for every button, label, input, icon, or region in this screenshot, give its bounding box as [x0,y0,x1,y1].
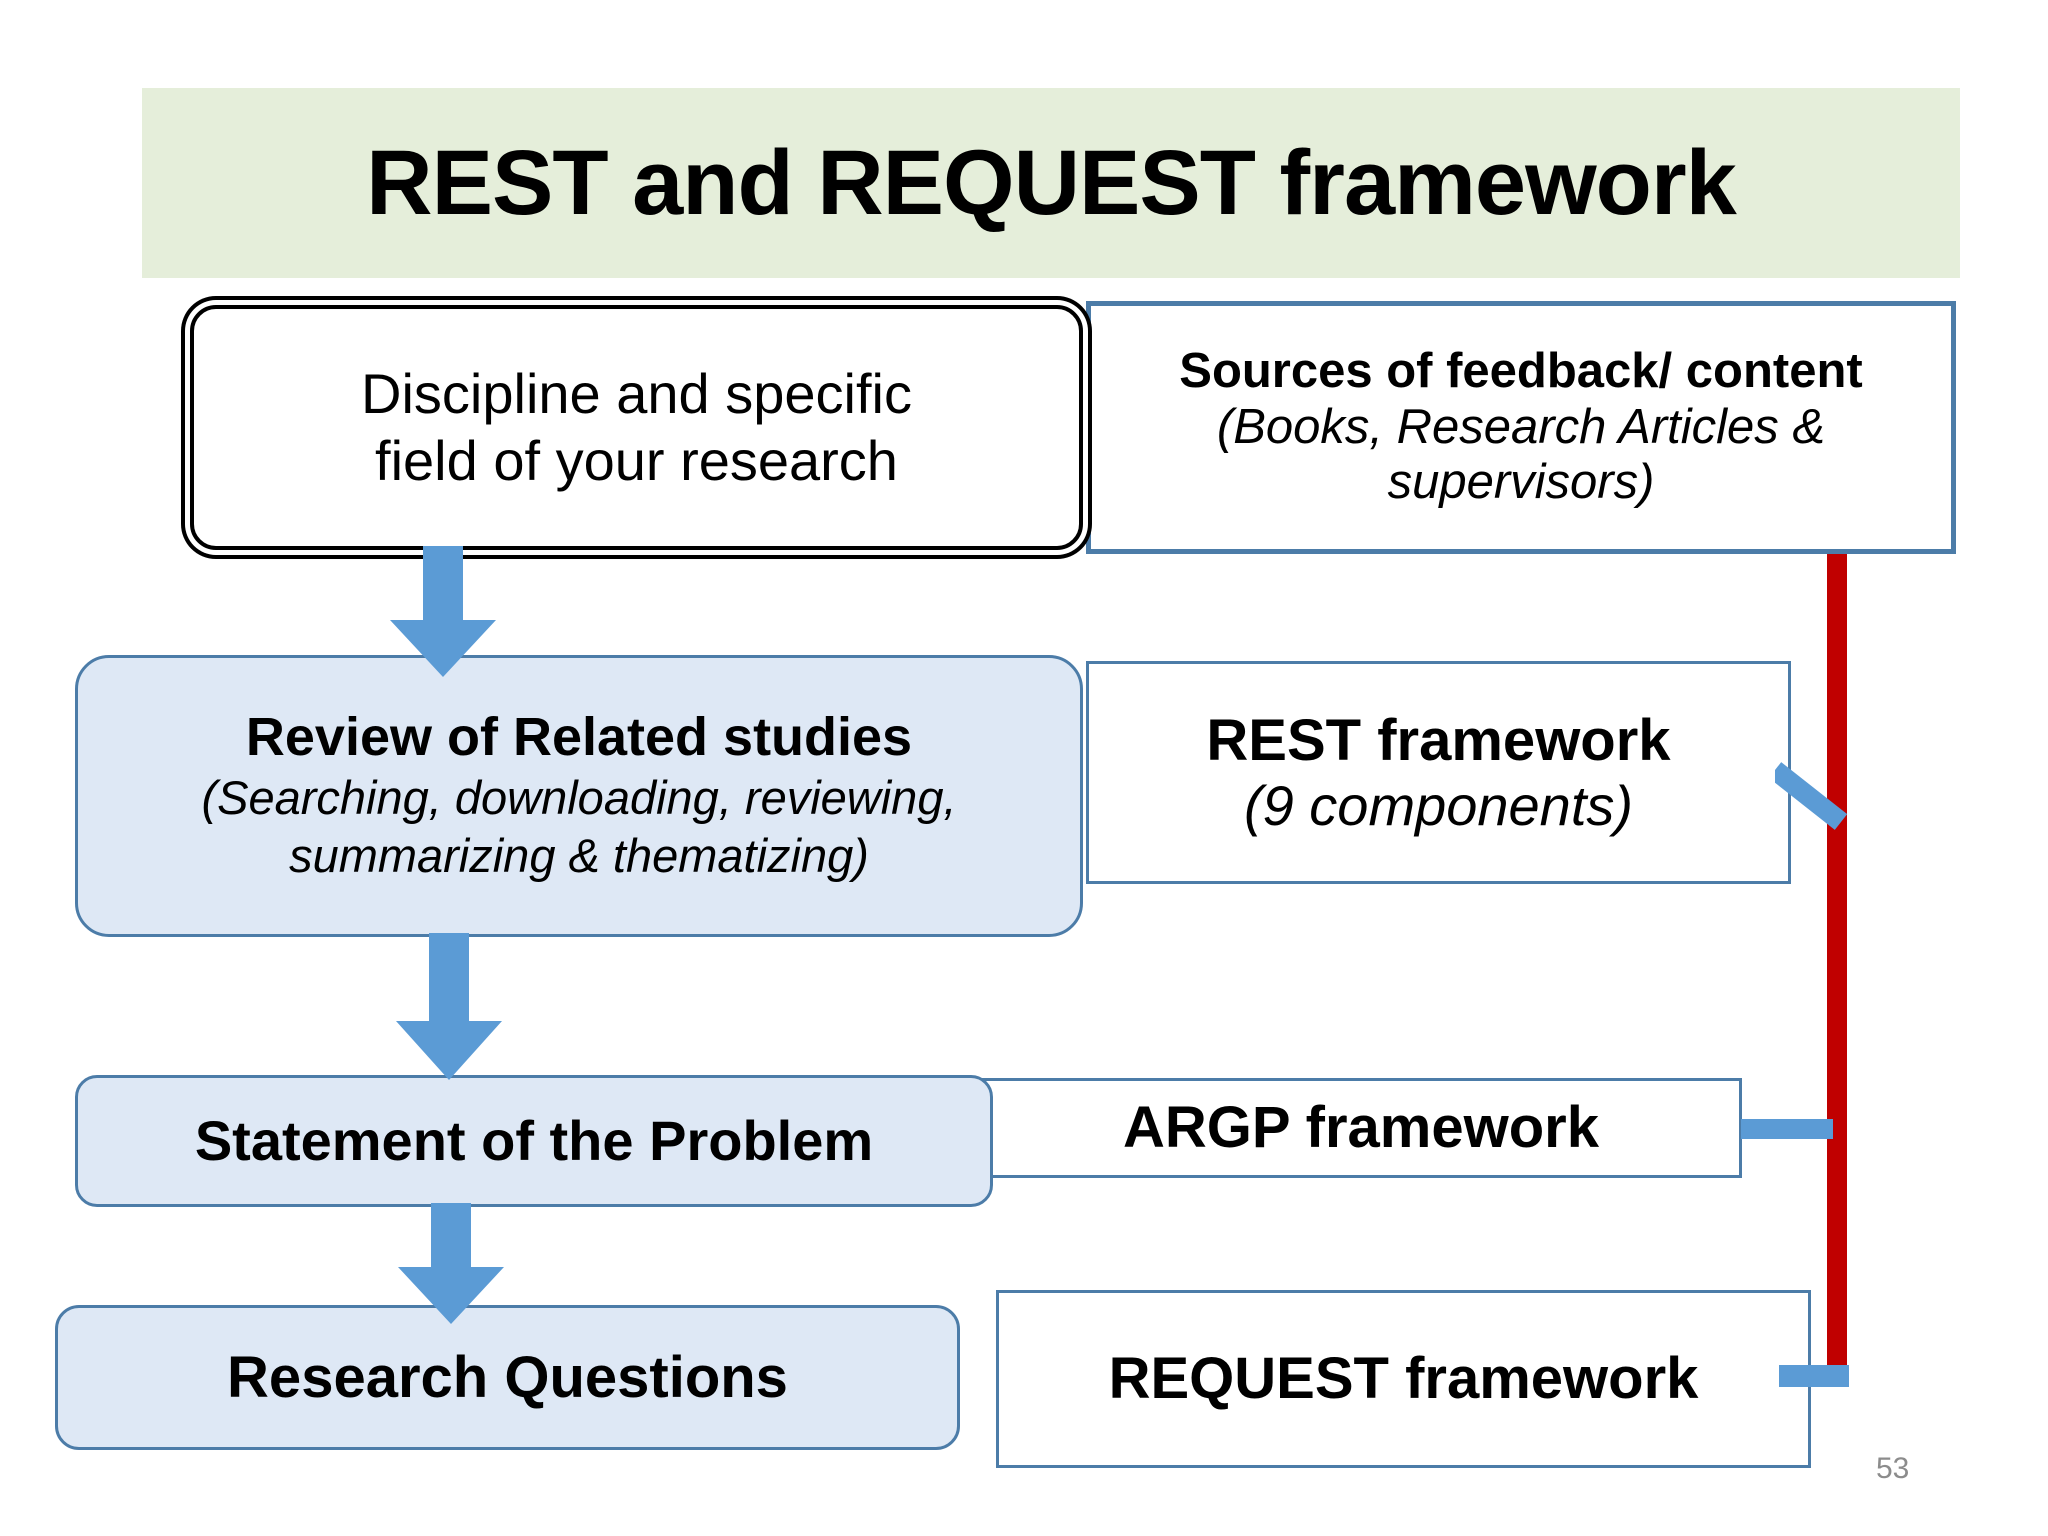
box-research-questions[interactable]: Research Questions [55,1305,960,1450]
box-statement-of-the-problem[interactable]: Statement of the Problem [75,1075,993,1207]
box-discipline-and-field[interactable]: Discipline and specific field of your re… [190,305,1083,550]
box-rest-line-1: (9 components) [1243,773,1634,837]
page-title: REST and REQUEST framework [366,132,1737,234]
box-statement-title: Statement of the Problem [194,1109,874,1173]
page-number: 53 [1876,1452,1910,1485]
box-request-framework[interactable]: REQUEST framework [996,1290,1811,1468]
box-rest-title: REST framework [1206,707,1671,773]
arrow-statement-to-questions [398,1203,504,1324]
box-argp-title: ARGP framework [1123,1095,1599,1161]
box-rest-framework[interactable]: REST framework (9 components) [1086,661,1791,884]
box-discipline-line-1: Discipline and specific [361,362,912,426]
connector-argp-to-redline [1741,1119,1833,1139]
box-review-line-2: summarizing & thematizing) [289,829,869,883]
box-review-line-1: (Searching, downloading, reviewing, [201,771,957,825]
box-argp-framework[interactable]: ARGP framework [980,1078,1742,1178]
red-feedback-line [1827,548,1847,1368]
box-review-of-related-studies[interactable]: Review of Related studies (Searching, do… [75,655,1083,937]
box-sources-line-2: supervisors) [1387,455,1655,510]
box-sources-title: Sources of feedback/ content [1179,343,1863,398]
box-sources-line-1: (Books, Research Articles & [1216,399,1826,454]
box-request-title: REQUEST framework [1108,1346,1699,1412]
box-discipline-line-2: field of your research [375,428,898,492]
slide-title-banner: REST and REQUEST framework [142,88,1960,278]
connector-rest-to-redline [1775,762,1848,830]
arrow-review-to-statement [396,933,502,1080]
arrow-discipline-to-review [390,546,496,677]
box-review-title: Review of Related studies [245,707,913,768]
connector-request-to-redline [1779,1365,1849,1387]
box-questions-title: Research Questions [227,1344,788,1410]
box-sources-of-feedback[interactable]: Sources of feedback/ content (Books, Res… [1086,301,1956,554]
